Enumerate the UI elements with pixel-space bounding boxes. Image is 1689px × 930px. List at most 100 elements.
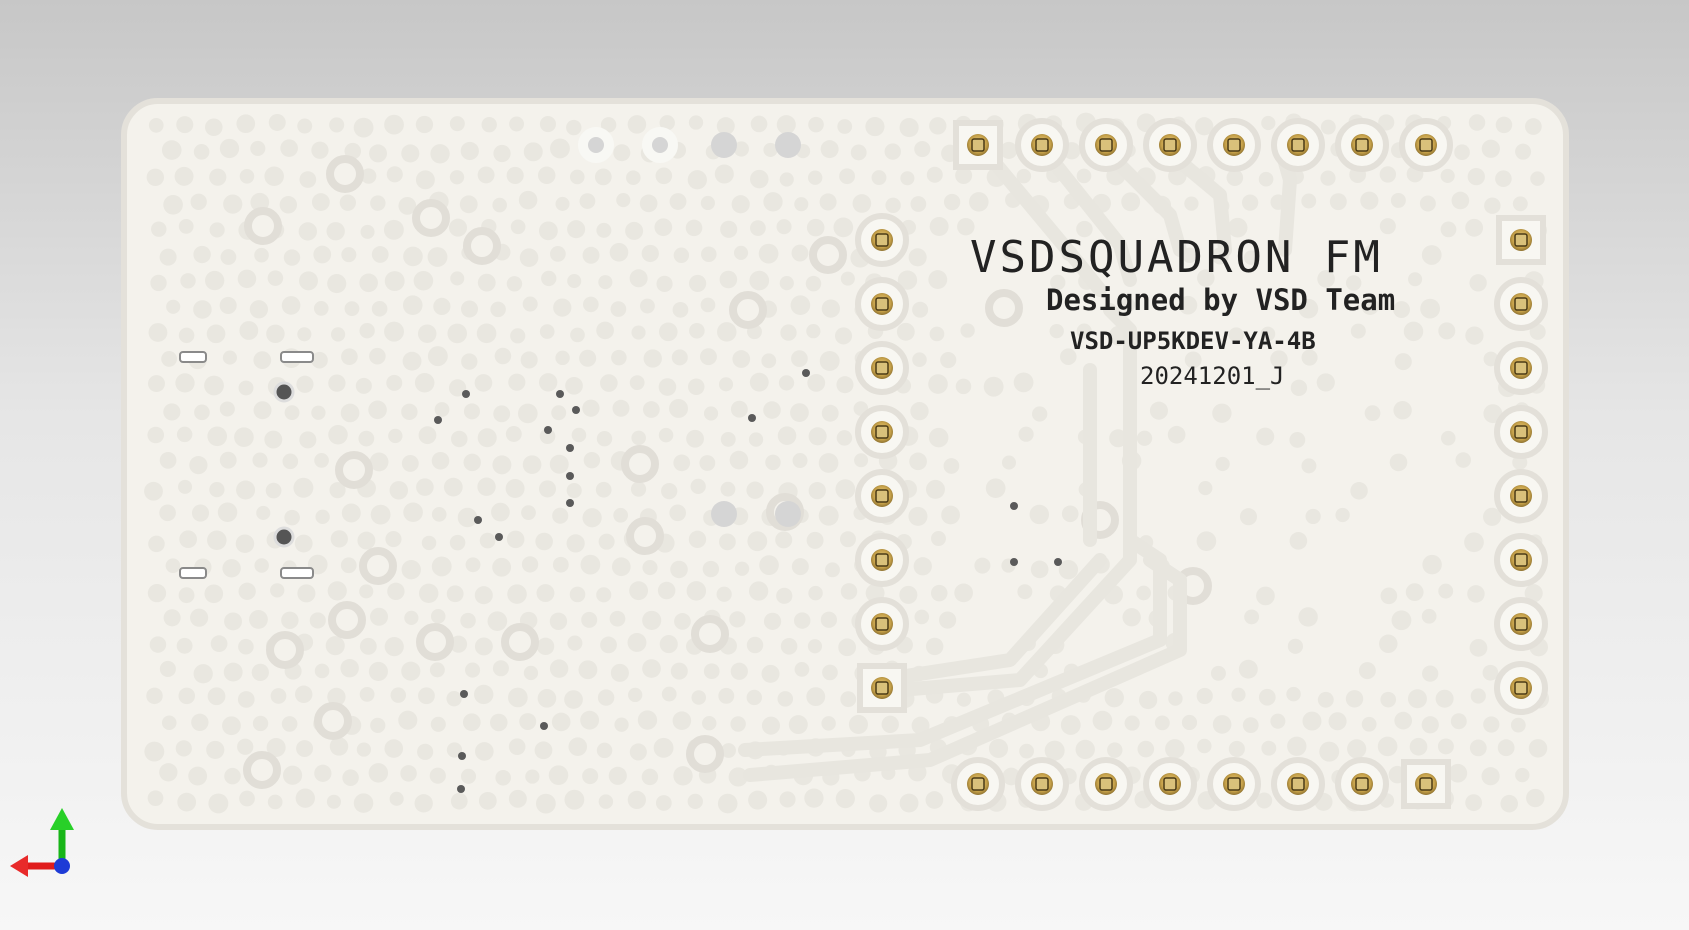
header-pad bbox=[1271, 757, 1325, 811]
via-ring bbox=[1448, 763, 1468, 783]
via-ring bbox=[368, 661, 388, 681]
via-ring bbox=[1468, 114, 1486, 131]
mounting-ring bbox=[501, 623, 539, 661]
via-ring bbox=[1405, 583, 1424, 602]
via-ring bbox=[1167, 425, 1186, 444]
via-ring bbox=[295, 788, 315, 808]
via-ring bbox=[178, 687, 196, 705]
via-ring bbox=[730, 662, 748, 680]
via-ring bbox=[642, 610, 662, 630]
via-ring bbox=[1258, 171, 1274, 187]
header-pad bbox=[1494, 341, 1548, 395]
via-ring bbox=[180, 273, 196, 289]
via-ring bbox=[940, 351, 957, 369]
via-ring bbox=[571, 427, 587, 443]
via-ring bbox=[1360, 191, 1379, 210]
via-ring bbox=[550, 138, 570, 159]
header-pad bbox=[855, 341, 909, 395]
via-ring bbox=[311, 193, 330, 211]
via-ring bbox=[389, 791, 404, 806]
via-ring bbox=[370, 717, 386, 733]
via-ring bbox=[669, 398, 689, 418]
via-ring bbox=[535, 793, 556, 814]
via-ring bbox=[401, 661, 421, 681]
via-ring bbox=[821, 404, 839, 422]
via-ring bbox=[627, 632, 647, 652]
via-ring bbox=[476, 323, 497, 344]
via-ring bbox=[1261, 740, 1277, 756]
via-ring bbox=[1136, 585, 1151, 601]
via-ring bbox=[1525, 118, 1542, 135]
via-ring bbox=[779, 791, 796, 808]
via-ring bbox=[1107, 742, 1123, 758]
npth-hole bbox=[775, 501, 801, 527]
via-ring bbox=[930, 584, 948, 602]
axis-triad-icon[interactable] bbox=[10, 808, 74, 877]
via-ring bbox=[1149, 401, 1168, 420]
via-ring bbox=[596, 742, 613, 759]
via-ring bbox=[1361, 297, 1379, 315]
via-ring bbox=[430, 609, 446, 624]
via-ring bbox=[490, 713, 508, 732]
via-ring bbox=[539, 116, 556, 133]
via-ring bbox=[219, 451, 237, 469]
via-ring bbox=[239, 169, 255, 184]
header-pad-pin1 bbox=[857, 663, 907, 713]
via-ring bbox=[641, 244, 659, 263]
via-ring bbox=[854, 453, 869, 468]
via-ring bbox=[506, 166, 524, 185]
via-ring bbox=[474, 684, 494, 705]
board-designer: Designed by VSD Team bbox=[1046, 283, 1395, 317]
drill-hole bbox=[572, 406, 580, 414]
via-ring bbox=[148, 118, 164, 133]
via-ring bbox=[1482, 664, 1499, 681]
via-ring bbox=[699, 348, 717, 366]
via-ring bbox=[474, 586, 493, 605]
via-ring bbox=[610, 301, 627, 317]
via-ring bbox=[1258, 688, 1276, 706]
mounting-ring bbox=[729, 291, 767, 329]
via-ring bbox=[804, 788, 824, 808]
via-ring bbox=[721, 743, 736, 758]
via-ring bbox=[779, 276, 794, 291]
via-ring bbox=[384, 271, 405, 292]
via-ring bbox=[639, 194, 658, 213]
via-ring bbox=[1029, 504, 1050, 525]
via-ring bbox=[822, 664, 838, 681]
via-ring bbox=[297, 118, 313, 134]
via-ring bbox=[353, 793, 374, 813]
via-ring bbox=[689, 323, 705, 339]
via-ring bbox=[344, 301, 360, 317]
via-ring bbox=[1409, 737, 1428, 756]
mounting-ring bbox=[621, 445, 659, 483]
via-ring bbox=[729, 450, 749, 470]
via-ring bbox=[1393, 301, 1411, 319]
via-ring bbox=[794, 612, 811, 629]
via-ring bbox=[657, 581, 676, 600]
via-ring bbox=[1450, 713, 1467, 730]
via-ring bbox=[517, 403, 538, 424]
mounting-ring bbox=[809, 236, 847, 274]
via-ring bbox=[522, 455, 542, 474]
via-ring bbox=[148, 535, 165, 553]
via-ring bbox=[446, 742, 463, 758]
via-ring bbox=[702, 715, 717, 731]
via-ring bbox=[1317, 691, 1334, 708]
via-ring bbox=[1483, 716, 1500, 733]
via-ring bbox=[190, 608, 209, 627]
drill-hole bbox=[566, 444, 574, 452]
via-ring bbox=[1197, 738, 1212, 754]
via-ring bbox=[313, 301, 329, 316]
via-ring bbox=[629, 581, 649, 601]
via-ring bbox=[252, 715, 269, 732]
via-ring bbox=[340, 658, 359, 678]
via-ring bbox=[806, 218, 825, 237]
via-ring bbox=[327, 687, 346, 707]
via-ring bbox=[252, 452, 268, 468]
via-ring bbox=[688, 115, 704, 130]
via-ring bbox=[309, 612, 326, 629]
drill-hole bbox=[556, 390, 564, 398]
via-ring bbox=[1422, 554, 1442, 575]
drill-hole bbox=[1010, 558, 1018, 566]
